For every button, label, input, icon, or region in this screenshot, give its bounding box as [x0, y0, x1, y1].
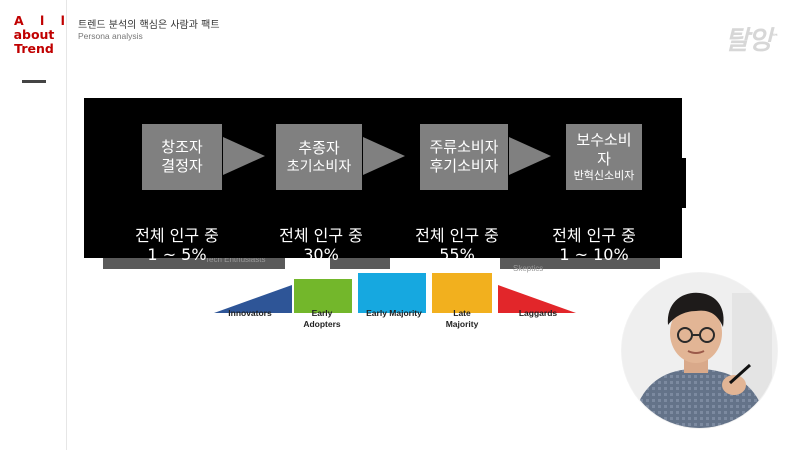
- seg-label-early-majority: Early Majority: [366, 308, 422, 318]
- stat-value: 30%: [303, 245, 339, 264]
- seg-label-laggards: Laggards: [518, 308, 558, 318]
- seg-label-early-adopters: Early Adopters: [303, 308, 341, 329]
- under-bar-right: [500, 255, 660, 269]
- slide-subtitle: Persona analysis: [78, 31, 143, 41]
- brand-divider: [22, 80, 46, 83]
- flow-box-followers: 추종자 초기소비자: [276, 124, 362, 190]
- flow-arrow-2: [363, 137, 405, 175]
- flow-box-mainstream: 주류소비자 후기소비자: [420, 124, 508, 190]
- stat-followers: 전체 인구 중 30%: [256, 226, 386, 264]
- stat-label: 전체 인구 중: [415, 226, 499, 245]
- flow-line-2: 후기소비자: [429, 157, 499, 175]
- adoption-curve: [214, 273, 576, 313]
- slide-title: 트렌드 분석의 핵심은 사람과 팩트: [78, 20, 220, 31]
- curve-segment-innovators: [214, 285, 292, 313]
- stat-value: 55%: [439, 245, 475, 264]
- stat-innovators: 전체 인구 중 1 ~ 5%: [112, 226, 242, 264]
- brand-line-1: A l l: [14, 13, 71, 28]
- flow-line-2: 결정자: [161, 157, 203, 175]
- stat-laggards: 전체 인구 중 1 ~ 10%: [529, 226, 659, 264]
- under-label-right: Skeptics: [513, 264, 544, 273]
- stat-label: 전체 인구 중: [552, 226, 636, 245]
- flow-box-laggards: 보수소비 자 반혁신소비자: [566, 124, 642, 190]
- presenter-photo: [622, 273, 777, 428]
- logo-trademark: ™: [771, 32, 779, 42]
- seg-label-innovators: Innovators: [228, 308, 272, 318]
- stat-mainstream: 전체 인구 중 55%: [392, 226, 522, 264]
- brand-logo: A l l about Trend: [8, 13, 71, 56]
- stat-label: 전체 인구 중: [135, 226, 219, 245]
- curve-segment-laggards: [498, 285, 576, 313]
- flow-line-1: 추종자: [298, 138, 340, 157]
- seg-label-late-majority: Late Majority: [445, 308, 479, 329]
- flow-line-1: 보수소비: [576, 131, 632, 149]
- under-bar-mid: [330, 255, 390, 269]
- under-label-left: Tech Enthusiasts: [205, 255, 266, 264]
- curve-segment-early-majority: [358, 273, 426, 313]
- presenter-figure: [622, 273, 777, 428]
- left-rail: A l l about Trend: [0, 0, 67, 450]
- under-bar-left: [103, 255, 285, 269]
- flow-line-1: 주류소비자: [429, 138, 499, 156]
- flow-line-2: 자: [597, 150, 611, 168]
- stat-label: 전체 인구 중: [279, 226, 363, 245]
- flow-line-1: 창조자: [161, 138, 203, 156]
- brand-line-3: Trend: [14, 41, 54, 56]
- flow-sub: 반혁신소비자: [573, 169, 635, 182]
- flow-arrow-3: [509, 137, 551, 175]
- taling-logo: 탈잉™: [725, 20, 779, 57]
- flow-line-2: 초기소비자: [286, 158, 352, 175]
- curve-segment-early-adopters: [294, 279, 352, 313]
- flow-arrow-1: [223, 137, 265, 175]
- logo-text: 탈잉: [725, 26, 772, 56]
- flow-box-innovators: 창조자 결정자: [142, 124, 222, 190]
- stat-value: 1 ~ 5%: [147, 245, 207, 264]
- curve-segment-late-majority: [432, 273, 492, 313]
- brand-line-2: about: [13, 27, 55, 42]
- overlay-notch: [682, 158, 686, 208]
- stat-value: 1 ~ 10%: [559, 245, 629, 264]
